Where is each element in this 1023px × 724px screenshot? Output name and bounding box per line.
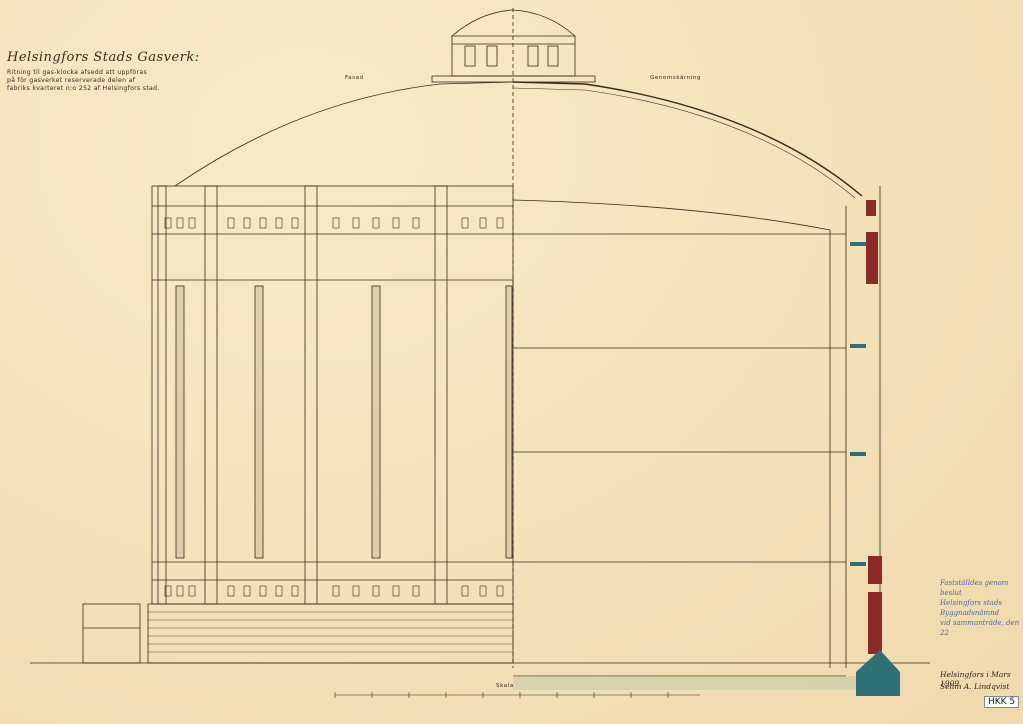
pilaster [304,185,318,605]
scale-bar [334,692,700,698]
dome-section [512,81,863,197]
pilaster [434,185,448,605]
lantern-window [464,45,476,67]
dome-facade [174,81,514,187]
title-line-2: på för gasverket reserverade delen af [7,77,136,84]
drawing-title: Helsingfors Stads Gasverk: [7,50,200,65]
reference-code: HKK 5 [984,696,1020,708]
slit-window [175,285,185,559]
base-plinth [147,603,514,664]
approval-stamp: Fastställdes genom beslut Helsingfors st… [940,578,1023,638]
title-line-3: fabriks kvarteret n:o 252 af Helsingfors… [7,85,160,92]
section-colouring [513,200,900,696]
lantern-body [451,36,576,77]
bell-crown [512,199,831,231]
annex-building [82,603,141,664]
base-hatching [148,611,513,653]
dome-section-inner [512,87,856,199]
stamp-line-2: Helsingfors stads Byggnadsnämnd [940,599,1002,617]
lower-window-row [164,585,504,597]
slit-window [254,285,264,559]
stamp-line-3: vid sammanträde, den 22 [940,619,1020,637]
slit-window [505,285,513,559]
lantern-cap [450,9,577,37]
pilaster [204,185,218,605]
stamp-line-1: Fastställdes genom beslut [940,579,1009,597]
title-line-1: Ritning til gas-klocka afsedd att uppför… [7,69,147,76]
slit-window [371,285,381,559]
upper-window-row [164,217,504,229]
lantern-window [486,45,498,67]
scale-label: Skala [496,683,514,689]
signature-name: Selim A. Lindqvist [940,682,1010,691]
facade-wall [151,185,514,605]
title-block: Helsingfors Stads Gasverk: Ritning til g… [7,50,237,93]
lantern-base [431,75,596,83]
section-label: Genomskärning [650,75,702,81]
lantern-window [527,45,539,67]
signature-place-date: Helsingfors i Mars 1909 [940,670,1011,688]
facade-label: Fasad [345,75,364,81]
lantern-window [547,45,559,67]
pilaster [157,185,167,605]
